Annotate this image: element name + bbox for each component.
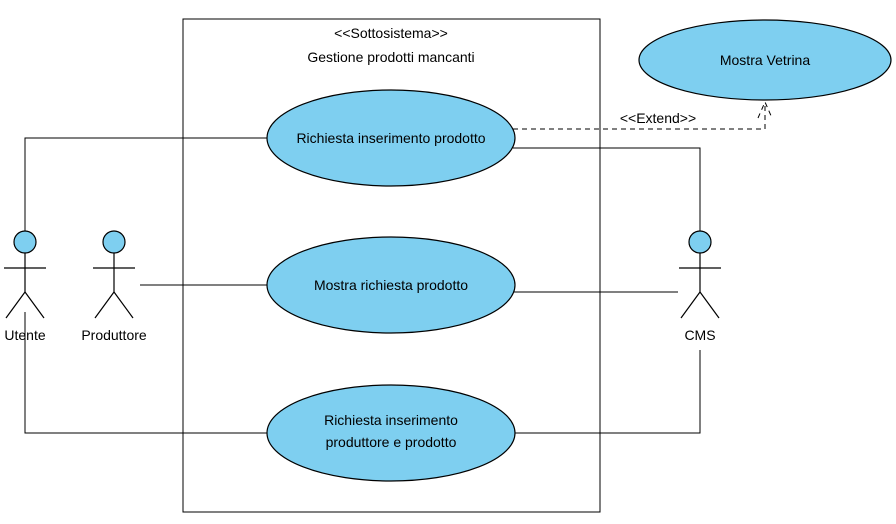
assoc-cms-richiesta-inserimento <box>513 147 701 232</box>
assoc-cms-richiesta-produttore <box>513 350 701 434</box>
usecase-label: Mostra richiesta prodotto <box>314 277 468 293</box>
system-stereotype: <<Sottosistema>> <box>334 25 448 41</box>
extend-relation <box>513 102 766 130</box>
usecase-mostra-richiesta[interactable]: Mostra richiesta prodotto <box>266 236 516 334</box>
usecase-label: Mostra Vetrina <box>720 52 810 68</box>
assoc-utente-richiesta-produttore <box>24 312 268 434</box>
actor-label: Utente <box>4 327 45 343</box>
usecase-label: Richiesta inserimento prodotto <box>296 130 485 146</box>
actor-cms[interactable]: CMS <box>679 230 721 343</box>
usecase-label-line2: produttore e prodotto <box>326 434 457 450</box>
actor-label: Produttore <box>81 327 147 343</box>
assoc-utente-richiesta-inserimento <box>24 137 268 232</box>
actor-head-icon <box>102 230 126 254</box>
usecase-richiesta-produttore[interactable]: Richiesta inserimento produttore e prodo… <box>266 384 516 482</box>
actor-produttore[interactable]: Produttore <box>81 230 147 343</box>
usecase-label-line1: Richiesta inserimento <box>324 412 458 428</box>
actor-head-icon <box>688 230 712 254</box>
extend-label: <<Extend>> <box>620 110 696 126</box>
usecase-mostra-vetrina[interactable]: Mostra Vetrina <box>638 19 892 101</box>
actor-head-icon <box>13 230 37 254</box>
extend-arrowhead <box>757 100 773 119</box>
actor-utente[interactable]: Utente <box>4 230 46 343</box>
usecase-richiesta-inserimento[interactable]: Richiesta inserimento prodotto <box>266 89 516 187</box>
system-boundary <box>182 18 601 513</box>
actor-label: CMS <box>684 327 715 343</box>
system-name: Gestione prodotti mancanti <box>307 49 474 65</box>
